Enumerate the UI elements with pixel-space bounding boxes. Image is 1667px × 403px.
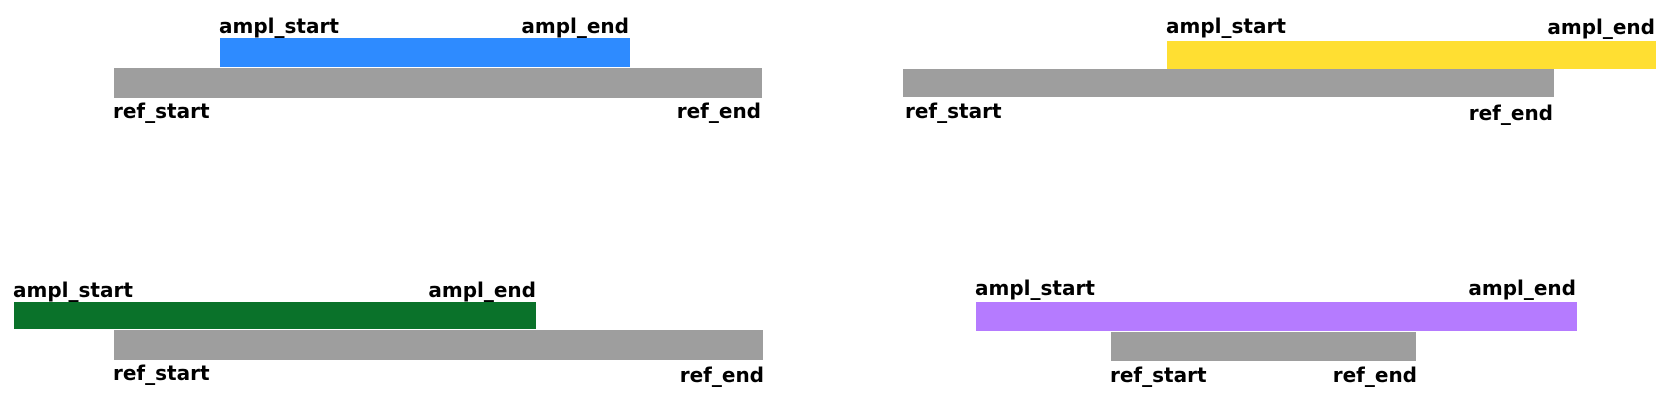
reference-bar	[114, 68, 762, 98]
ref-start-label: ref_start	[1110, 363, 1207, 387]
ampl-end-label: ampl_end	[521, 14, 629, 38]
reference-bar	[903, 69, 1554, 97]
ref-start-label: ref_start	[113, 99, 210, 123]
amplicon-bar	[1167, 41, 1656, 69]
ref-start-label: ref_start	[113, 361, 210, 385]
ampl-end-label: ampl_end	[428, 278, 536, 302]
ampl-end-label: ampl_end	[1547, 15, 1655, 39]
ref-end-label: ref_end	[676, 99, 761, 123]
ampl-start-label: ampl_start	[13, 278, 133, 302]
amplicon-bar	[14, 302, 536, 329]
reference-bar	[1111, 332, 1416, 361]
ampl-end-label: ampl_end	[1468, 276, 1576, 300]
ampl-start-label: ampl_start	[975, 276, 1095, 300]
ref-end-label: ref_end	[1332, 363, 1417, 387]
amplicon-bar	[220, 38, 630, 67]
amplicon-bar	[976, 302, 1577, 331]
ref-start-label: ref_start	[905, 99, 1002, 123]
ampl-start-label: ampl_start	[1166, 14, 1286, 38]
ref-end-label: ref_end	[679, 363, 764, 387]
ref-end-label: ref_end	[1468, 101, 1553, 125]
reference-bar	[114, 330, 763, 360]
ampl-start-label: ampl_start	[219, 14, 339, 38]
